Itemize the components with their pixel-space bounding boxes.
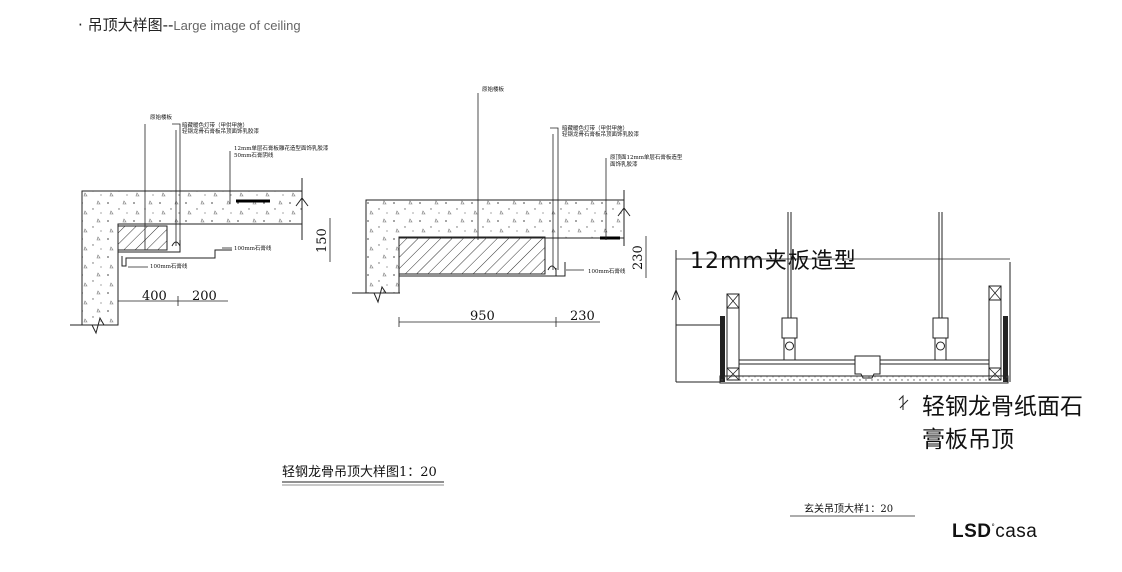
header-title-cn: 吊顶大样图 bbox=[87, 16, 163, 34]
middle-dim-2: 230 bbox=[570, 309, 595, 324]
left-detail: 原始楼板 暗藏暖色灯带（甲供甲施） 轻钢龙骨石膏板吊顶面饰乳胶漆 12mm单层石… bbox=[70, 113, 331, 335]
right-label-top: 12mm夹板造型 bbox=[690, 249, 857, 274]
middle-label-4: 原顶面12mm单层石膏板造型 bbox=[610, 153, 683, 161]
caption-right: 玄关吊顶大样1：20 bbox=[804, 502, 893, 515]
left-label-1: 原始楼板 bbox=[150, 113, 173, 121]
logo-bold: LSD bbox=[952, 521, 992, 542]
middle-dim-1: 950 bbox=[470, 309, 495, 324]
left-label-7: 100mm石膏线 bbox=[150, 262, 188, 270]
left-label-4: 12mm单层石膏板雕花造型面饰乳胶漆 bbox=[234, 144, 329, 152]
logo-light: casa bbox=[995, 521, 1038, 542]
left-label-3: 轻钢龙骨石膏板吊顶面饰乳胶漆 bbox=[182, 127, 260, 135]
header-bullet: · bbox=[78, 16, 83, 34]
brand-logo: LSD°casa bbox=[952, 521, 1037, 543]
left-label-6: 100mm石膏线 bbox=[234, 244, 272, 252]
middle-label-5: 面饰乳胶漆 bbox=[610, 160, 638, 168]
middle-label-6: 100mm石膏线 bbox=[588, 267, 626, 275]
left-label-2: 暗藏暖色灯带（甲供甲施） bbox=[182, 121, 248, 129]
middle-label-2: 暗藏暖色灯带（甲供甲施） bbox=[562, 124, 628, 132]
left-label-5: 50mm石膏阴线 bbox=[234, 151, 274, 159]
left-hatched-block bbox=[117, 225, 168, 251]
middle-label-1: 原始楼板 bbox=[482, 85, 505, 93]
middle-label-3: 轻钢龙骨石膏板吊顶面饰乳胶漆 bbox=[562, 130, 640, 138]
middle-hatched-block bbox=[398, 236, 546, 275]
right-label-bottom-2: 膏板吊顶 bbox=[922, 427, 1014, 453]
right-detail: 12mm夹板造型 bbox=[671, 212, 1083, 453]
logo-sup: ° bbox=[991, 522, 996, 532]
middle-dim-3: 230 bbox=[631, 245, 646, 270]
caption-left: 轻钢龙骨吊顶大样图1：20 bbox=[282, 465, 437, 480]
middle-detail: 原始楼板 暗藏暖色灯带（甲供甲施） 轻钢龙骨石膏板吊顶面饰乳胶漆 原顶面12mm… bbox=[352, 85, 683, 327]
left-dim-2: 200 bbox=[192, 289, 217, 304]
right-label-bottom-1: 轻钢龙骨纸面石 bbox=[922, 394, 1083, 420]
left-dim-3: 150 bbox=[315, 228, 330, 253]
page-header: · 吊顶大样图--Large image of ceiling bbox=[78, 14, 301, 35]
left-dim-1: 400 bbox=[142, 289, 167, 304]
header-title-en: Large image of ceiling bbox=[173, 18, 301, 33]
header-separator: -- bbox=[162, 16, 174, 34]
